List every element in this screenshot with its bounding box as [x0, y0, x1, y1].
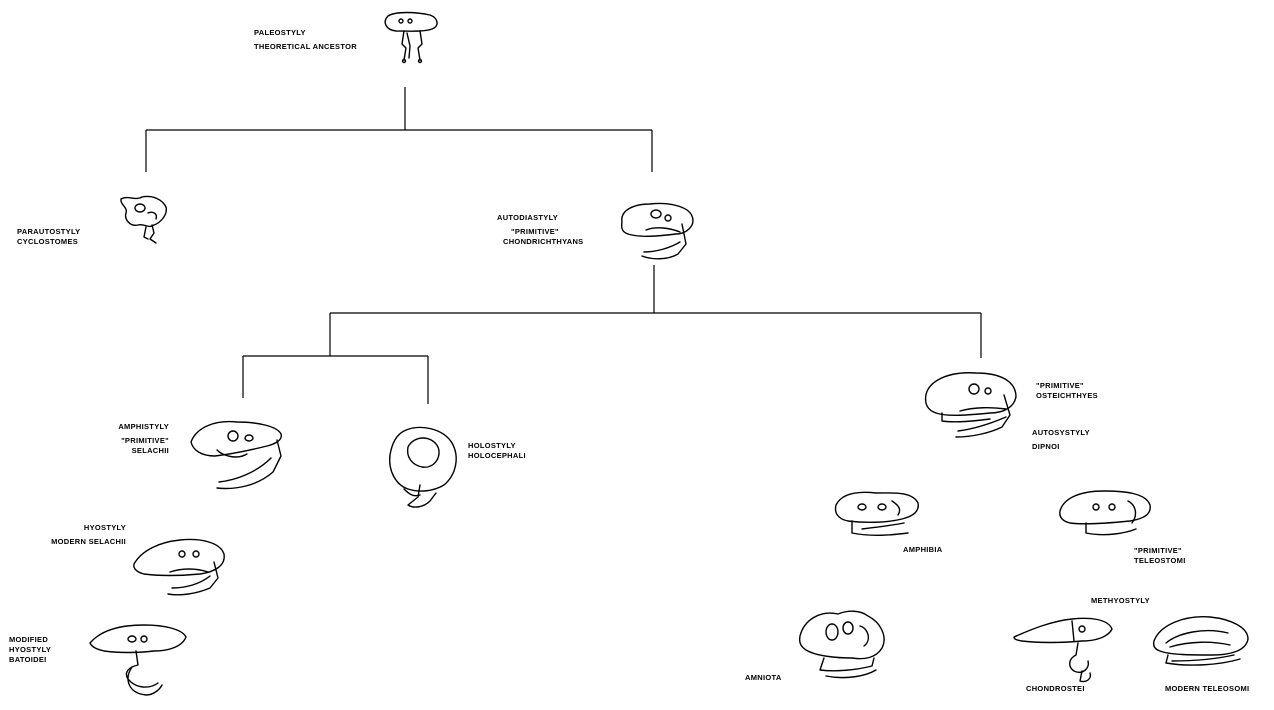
- label-line: SELACHII: [131, 446, 169, 455]
- osteichthyes-label: "PRIMITIVE" OSTEICHTHYES: [1036, 381, 1098, 401]
- modern-teleosomi-skull-icon: [1150, 611, 1254, 690]
- label-line: PALEOSTYLY: [254, 28, 306, 37]
- label-line: BATOIDEI: [9, 655, 47, 664]
- holostyly-skull-icon: [384, 425, 464, 520]
- amphibia-label: AMPHIBIA: [903, 545, 942, 555]
- modern-teleosomi-label: MODERN TELEOSOMI: [1165, 684, 1249, 694]
- label-line: AUTODIASTYLY: [497, 213, 559, 222]
- autodiastyly-label: AUTODIASTYLY "PRIMITIVE" CHONDRICHTHYANS: [497, 213, 583, 247]
- label-line: METHYOSTYLY: [1091, 596, 1150, 605]
- label-line: "PRIMITIVE": [1134, 546, 1182, 555]
- label-line: AUTOSYSTYLY: [1032, 428, 1090, 437]
- amphistyly-skull-icon: [187, 416, 287, 501]
- label-line: HYOSTYLY: [9, 645, 52, 654]
- autodiastyly-skull-icon: [616, 200, 698, 270]
- label-line: OSTEICHTHYES: [1036, 391, 1098, 400]
- chondrostei-label: CHONDROSTEI: [1026, 684, 1085, 694]
- label-line: CHONDROSTEI: [1026, 684, 1085, 693]
- osteichthyes-skull-icon: [920, 367, 1030, 448]
- amphibia-skull-icon: [832, 485, 922, 552]
- label-line: MODERN SELACHII: [51, 537, 126, 546]
- hyostyly-label: HYOSTYLY MODERN SELACHII: [20, 523, 126, 547]
- label-line: "PRIMITIVE": [511, 227, 559, 236]
- label-line: THEORETICAL ANCESTOR: [254, 42, 357, 51]
- parautostyly-label: PARAUTOSTYLY CYCLOSTOMES: [17, 227, 80, 247]
- label-line: "PRIMITIVE": [1036, 381, 1084, 390]
- hyostyly-skull-icon: [130, 532, 230, 607]
- parautostyly-skull-icon: [118, 193, 178, 253]
- holostyly-label: HOLOSTYLY HOLOCEPHALI: [468, 441, 526, 461]
- label-line: "PRIMITIVE": [121, 436, 169, 445]
- label-line: AMPHIBIA: [903, 545, 943, 554]
- teleostomi-skull-icon: [1056, 485, 1156, 552]
- label-line: AMPHISTYLY: [118, 422, 169, 431]
- label-line: HYOSTYLY: [83, 523, 126, 532]
- label-line: HOLOSTYLY: [468, 441, 516, 450]
- autosystyly-label: AUTOSYSTYLY DIPNOI: [1032, 428, 1090, 452]
- paleostyly-skull-icon: [382, 11, 442, 77]
- teleostomi-label: "PRIMITIVE" TELEOSTOMI: [1134, 546, 1186, 566]
- amniota-label: AMNIOTA: [745, 673, 782, 683]
- amphistyly-label: AMPHISTYLY "PRIMITIVE" SELACHII: [103, 422, 169, 456]
- methyostyly-label: METHYOSTYLY: [1091, 596, 1150, 606]
- label-line: HOLOCEPHALI: [468, 451, 526, 460]
- label-line: MODERN TELEOSOMI: [1165, 684, 1250, 693]
- label-line: DIPNOI: [1032, 442, 1060, 451]
- label-line: TELEOSTOMI: [1134, 556, 1186, 565]
- chondrostei-skull-icon: [1012, 611, 1116, 690]
- label-line: CHONDRICHTHYANS: [503, 237, 584, 246]
- label-line: CYCLOSTOMES: [17, 237, 79, 246]
- label-line: PARAUTOSTYLY: [17, 227, 81, 236]
- modified-hyostyly-label: MODIFIED HYOSTYLY BATOIDEI: [9, 635, 51, 665]
- label-line: AMNIOTA: [745, 673, 782, 682]
- batoidei-skull-icon: [88, 617, 188, 710]
- label-line: MODIFIED: [9, 635, 49, 644]
- paleostyly-label: PALEOSTYLY THEORETICAL ANCESTOR: [254, 28, 357, 52]
- amniota-skull-icon: [796, 606, 892, 695]
